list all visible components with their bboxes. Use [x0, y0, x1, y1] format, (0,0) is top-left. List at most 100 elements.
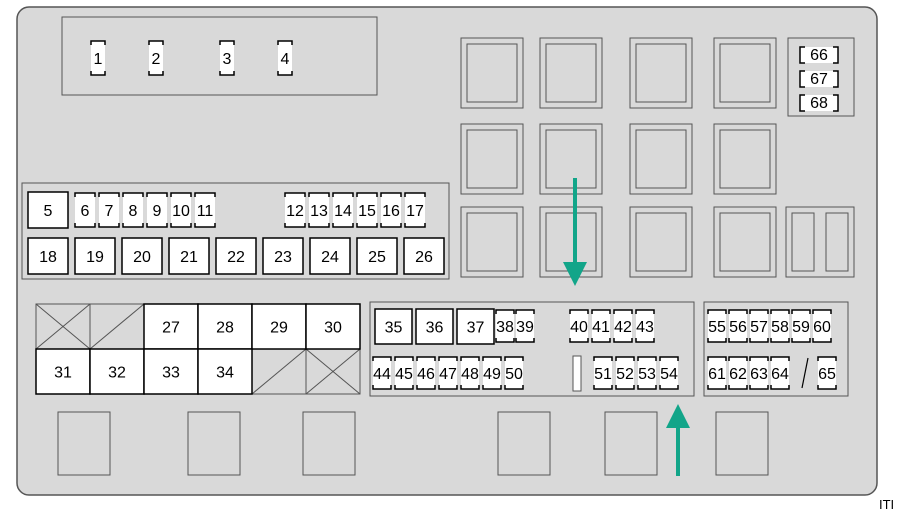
fuse-label: 54	[660, 366, 678, 383]
large-fuse: 28	[197, 303, 253, 350]
fuse-label: 60	[813, 319, 831, 336]
mini-fuse: 41	[591, 309, 611, 343]
mini-fuse: 12	[284, 192, 306, 228]
fuse-label: 31	[54, 365, 72, 382]
mini-fuse: 7	[98, 192, 120, 228]
fuse-label: 64	[771, 366, 789, 383]
large-fuse: 19	[74, 237, 116, 275]
mini-fuse: 2	[148, 40, 164, 76]
large-fuse: 5	[27, 191, 69, 229]
large-fuse: 26	[403, 237, 445, 275]
fuse-label: 10	[172, 203, 190, 220]
fuse-label: 40	[570, 319, 588, 336]
fuse-label: 50	[505, 366, 523, 383]
fuse-label: 59	[792, 319, 810, 336]
mini-fuse: 59	[791, 309, 811, 343]
fuse-label: 56	[729, 319, 747, 336]
mini-fuse: 39	[515, 309, 535, 343]
fuse-label: 26	[415, 249, 433, 266]
fuse-label: 23	[274, 249, 292, 266]
mini-fuse: 66	[799, 46, 839, 64]
mini-fuse: 3	[219, 40, 235, 76]
large-fuse: 23	[262, 237, 304, 275]
fuse-label: 43	[636, 319, 654, 336]
mini-fuse: 49	[482, 356, 502, 390]
large-fuse: 22	[215, 237, 257, 275]
mini-fuse: 45	[394, 356, 414, 390]
fuse-label: 51	[594, 366, 612, 383]
middle-big-fuses: 35 36 37	[374, 308, 495, 345]
fuse-label: 20	[133, 249, 151, 266]
fuse-label: 11	[197, 203, 214, 220]
fuse-label: 27	[162, 320, 180, 337]
large-fuse: 33	[143, 348, 199, 395]
fuse-label: 8	[129, 203, 138, 220]
fuse-label: 68	[810, 95, 828, 112]
large-fuse: 27	[143, 303, 199, 350]
mini-fuse: 14	[332, 192, 354, 228]
large-fuse: 18	[27, 237, 69, 275]
relay-row-bottom: 31 32 33 34	[35, 348, 253, 395]
mini-fuse: 53	[637, 356, 657, 390]
fuse-label: 46	[417, 366, 435, 383]
mini-fuse: 1	[90, 40, 106, 76]
fuse-label: 22	[227, 249, 245, 266]
fuse-label: 12	[286, 203, 304, 220]
large-fuse: 34	[197, 348, 253, 395]
fuse-label: 49	[483, 366, 501, 383]
fuse-label: 35	[385, 320, 403, 337]
fuse-label: 30	[324, 320, 342, 337]
fuse-label: 3	[223, 51, 232, 68]
mini-fuse: 42	[613, 309, 633, 343]
mini-fuse: 8	[122, 192, 144, 228]
large-fuse: 32	[89, 348, 145, 395]
fuse-label: 17	[406, 203, 424, 220]
fuse-label: 21	[180, 249, 198, 266]
fuse-label: 37	[467, 320, 485, 337]
mini-fuse: 38	[495, 309, 515, 343]
fuse-label: 58	[771, 319, 789, 336]
fuse-label: 7	[105, 203, 114, 220]
fuse-label: 42	[614, 319, 632, 336]
fuse-label: 57	[750, 319, 768, 336]
large-fuse: 37	[456, 308, 495, 345]
fuse-label: 55	[708, 319, 726, 336]
fuse-label: 9	[153, 203, 162, 220]
fuse-slash-mark	[801, 357, 809, 389]
fuse-label: 65	[818, 366, 836, 383]
mini-fuse: 46	[416, 356, 436, 390]
mini-fuse: 10	[170, 192, 192, 228]
fuse-label: 33	[162, 365, 180, 382]
fuse-label: 2	[152, 51, 161, 68]
middle-spare-slot	[572, 355, 582, 392]
fuse-label: 6	[81, 203, 90, 220]
mini-fuse: 48	[460, 356, 480, 390]
fuse-label: 1	[94, 51, 103, 68]
large-fuse: 30	[305, 303, 361, 350]
fuse-label: 24	[321, 249, 339, 266]
fuse-label: 36	[426, 320, 444, 337]
large-fuse: 24	[309, 237, 351, 275]
mini-fuse: 58	[770, 309, 790, 343]
mini-fuse: 16	[380, 192, 402, 228]
right-fuse-panel	[703, 301, 849, 397]
mini-fuse: 11	[194, 192, 216, 228]
left-fuse-panel	[21, 182, 450, 280]
fuse-label: 63	[750, 366, 768, 383]
side-fuse-panel	[787, 37, 855, 117]
fuse-label: 4	[281, 51, 290, 68]
top-fuse-panel	[61, 16, 378, 96]
fuse-label: 14	[334, 203, 352, 220]
large-fuse: 31	[35, 348, 91, 395]
relay-blocks	[460, 37, 855, 278]
large-fuse: 20	[121, 237, 163, 275]
fuse-label: 52	[616, 366, 634, 383]
fuse-label: 48	[461, 366, 479, 383]
large-fuse: 36	[415, 308, 454, 345]
